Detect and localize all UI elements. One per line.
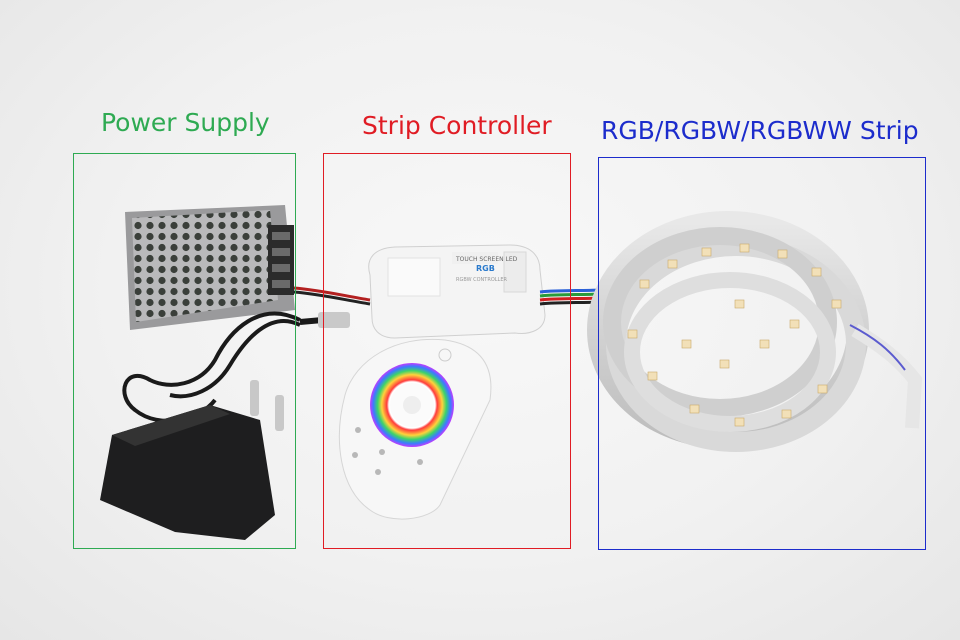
- power-supply-box: [73, 153, 296, 549]
- strip-controller-label: Strip Controller: [362, 111, 552, 140]
- power-supply-unit: [125, 205, 371, 330]
- controller-box-text-sub: RGBW CONTROLLER: [456, 277, 507, 283]
- controller-box-text-top: TOUCH SCREEN LED: [455, 256, 518, 263]
- power-adapter: [100, 311, 350, 540]
- led-strip-reel: [587, 211, 923, 452]
- controller-box-brand: RGB: [476, 264, 495, 273]
- strip-label: RGB/RGBW/RGBWW Strip: [601, 116, 919, 145]
- strip-controller-box: [323, 153, 571, 549]
- power-supply-label: Power Supply: [101, 108, 270, 137]
- touch-remote: [338, 338, 492, 520]
- strip-box: [598, 157, 926, 550]
